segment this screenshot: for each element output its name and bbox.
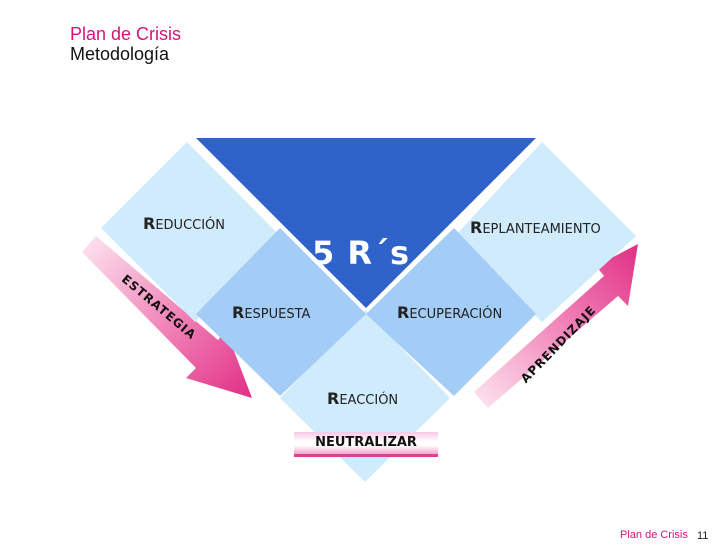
neutralizar-badge: NEUTRALIZAR (294, 432, 438, 457)
page-title-block: Plan de Crisis Metodología (70, 24, 181, 64)
label-replanteamiento-text: EPLANTEAMIENTO (482, 222, 601, 237)
label-reaccion-cap: R (327, 389, 340, 408)
label-reduccion-cap: R (143, 214, 156, 233)
label-reaccion: REACCIÓN (327, 389, 398, 408)
center-triangle (196, 138, 536, 308)
label-recuperacion-cap: R (397, 303, 410, 322)
strategy-arrow (82, 236, 252, 398)
label-recuperacion: RECUPERACIÓN (397, 303, 502, 322)
page-subtitle: Metodología (70, 44, 170, 64)
label-respuesta: RESPUESTA (232, 303, 310, 322)
tile-respuesta (196, 228, 366, 396)
label-reaccion-text: EACCIÓN (339, 393, 399, 408)
label-recuperacion-text: ECUPERACIÓN (409, 307, 503, 322)
label-replanteamiento: REPLANTEAMIENTO (470, 218, 601, 237)
label-respuesta-text: ESPUESTA (244, 307, 311, 322)
label-reduccion: REDUCCIÓN (143, 214, 225, 233)
label-replanteamiento-cap: R (470, 218, 483, 237)
center-label: 5 R´s (312, 234, 411, 272)
tile-recuperacion (366, 228, 536, 396)
label-respuesta-cap: R (232, 303, 245, 322)
page-number: 11 (697, 530, 709, 542)
learning-arrow (474, 244, 638, 408)
footer-label: Plan de Crisis (620, 529, 688, 541)
page-title: Plan de Crisis (70, 24, 182, 44)
label-reduccion-text: EDUCCIÓN (155, 218, 226, 233)
